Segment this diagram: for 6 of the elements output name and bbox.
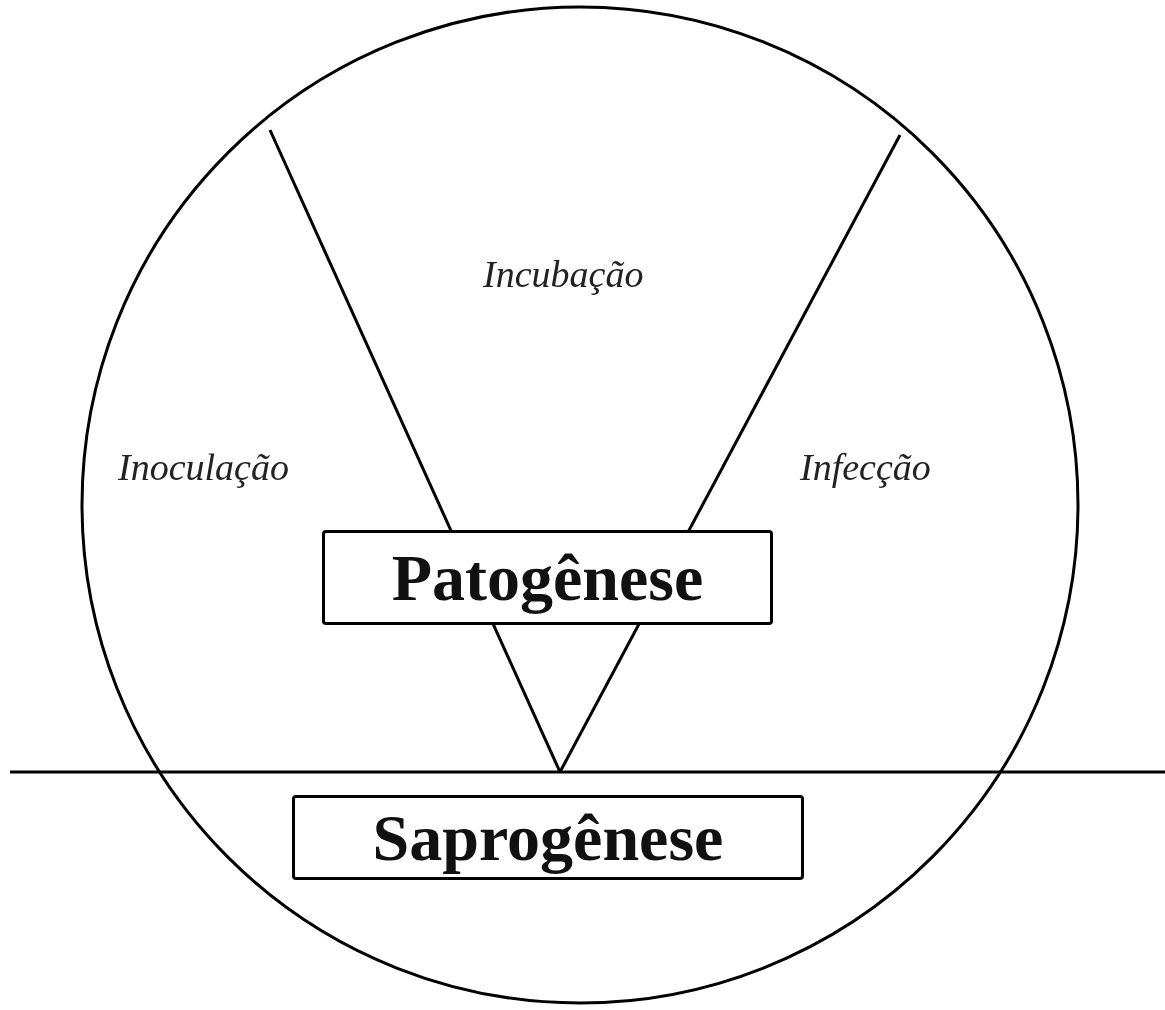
- label-box: Patogênese: [322, 530, 773, 625]
- label-box: Saprogênese: [292, 795, 804, 880]
- phase-label: Infecção: [800, 445, 931, 489]
- phase-label: Incubação: [483, 252, 644, 296]
- phase-label: Inoculação: [118, 445, 289, 489]
- circle-outline: [80, 5, 1080, 1005]
